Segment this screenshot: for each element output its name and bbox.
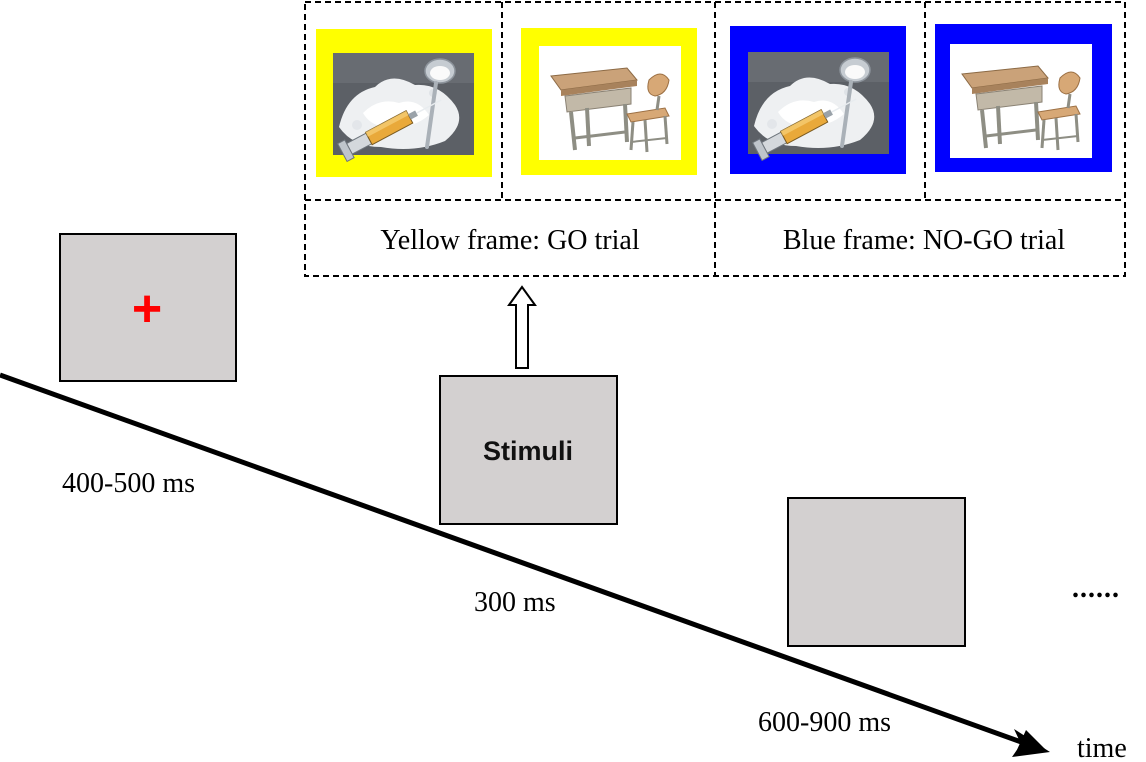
fixation-cross: + xyxy=(132,280,162,338)
blank-duration-label: 600-900 ms xyxy=(758,707,891,738)
up-arrow-icon xyxy=(507,285,537,369)
drug-syringe-image xyxy=(331,51,476,164)
blank-screen xyxy=(787,497,966,647)
timeline-arrowhead xyxy=(1012,729,1050,757)
nogo-trial-label: Blue frame: NO-GO trial xyxy=(783,225,1065,256)
go-drug-stimulus xyxy=(316,29,492,177)
legend-box xyxy=(304,1,1126,277)
nogo-neutral-stimulus xyxy=(935,24,1112,172)
fixation-duration-label: 400-500 ms xyxy=(62,468,195,499)
fixation-screen xyxy=(59,233,237,382)
go-neutral-stimulus xyxy=(521,28,697,175)
go-trial-label: Yellow frame: GO trial xyxy=(380,225,639,256)
time-axis-label: time xyxy=(1077,733,1127,762)
nogo-drug-stimulus xyxy=(730,26,906,174)
desk-chair-image xyxy=(537,44,683,162)
stimuli-label: Stimuli xyxy=(483,436,573,466)
stimulus-screen xyxy=(439,375,618,525)
stimulus-duration-label: 300 ms xyxy=(474,587,556,618)
drug-syringe-image xyxy=(746,50,891,163)
continuation-dots: ...... xyxy=(1072,573,1120,604)
desk-chair-image xyxy=(948,42,1094,160)
